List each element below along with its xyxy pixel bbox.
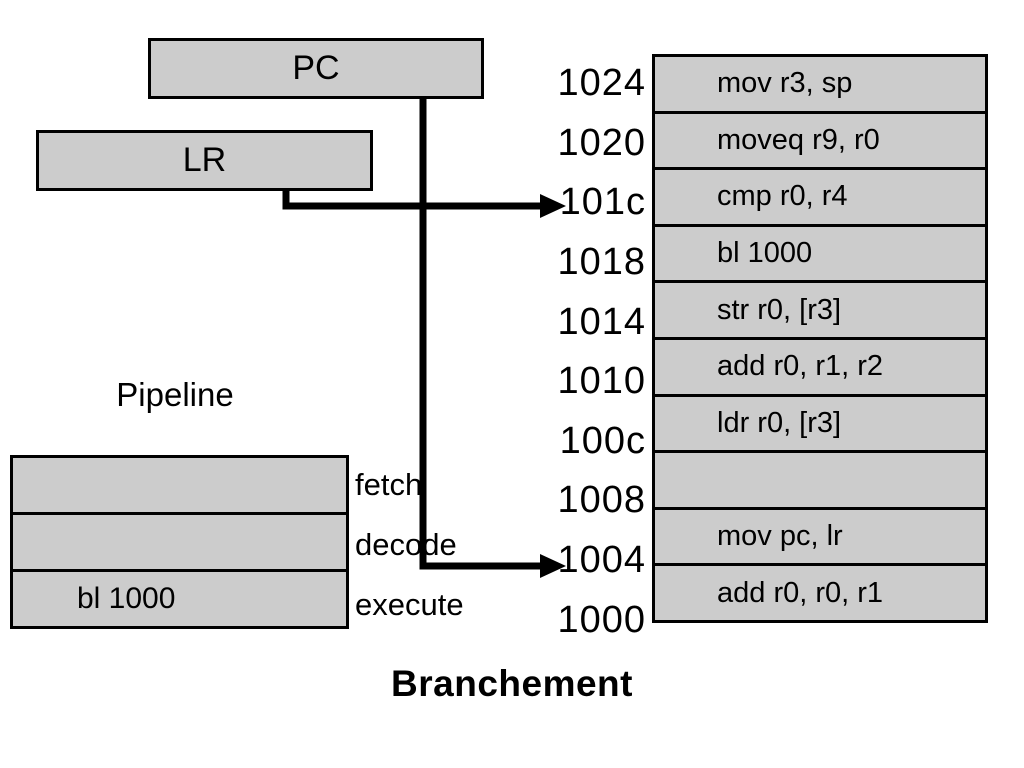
lr-register-label: LR bbox=[182, 141, 227, 179]
pipeline-stack: bl 1000 bbox=[10, 455, 349, 629]
memory-row: mov pc, lr bbox=[652, 506, 988, 567]
memory-row: add r0, r1, r2 bbox=[652, 336, 988, 397]
pipeline-stage-labels: fetch decode execute bbox=[355, 455, 464, 635]
pipeline-title: Pipeline bbox=[116, 376, 234, 413]
memory-row: ldr r0, [r3] bbox=[652, 393, 988, 454]
pipeline-stage-execute-content: bl 1000 bbox=[77, 582, 176, 615]
memory-row: str r0, [r3] bbox=[652, 280, 988, 340]
lr-register-box: LR bbox=[36, 130, 373, 191]
address-label: 1010 bbox=[557, 360, 646, 403]
memory-row bbox=[652, 450, 988, 510]
instruction-text: bl 1000 bbox=[717, 237, 813, 270]
address-label: 101c bbox=[559, 181, 646, 224]
address-label: 1018 bbox=[557, 241, 646, 284]
instruction-text: mov r3, sp bbox=[717, 67, 853, 100]
instruction-text: mov pc, lr bbox=[717, 520, 843, 553]
pc-register-box: PC bbox=[148, 38, 484, 99]
address-label: 1000 bbox=[557, 598, 646, 641]
instruction-text: ldr r0, [r3] bbox=[717, 406, 842, 439]
address-label: 1014 bbox=[557, 300, 646, 343]
pipeline-stage-fetch bbox=[10, 455, 349, 515]
address-label: 100c bbox=[559, 419, 646, 462]
diagram-title: Branchement bbox=[391, 663, 633, 704]
address-label: 1020 bbox=[557, 121, 646, 164]
instruction-text: moveq r9, r0 bbox=[717, 123, 880, 156]
memory-row: mov r3, sp bbox=[652, 54, 988, 114]
pipeline-stage-execute: bl 1000 bbox=[10, 569, 349, 629]
memory-address-column: 1024 1020 101c 1018 1014 1010 100c 1008 … bbox=[480, 54, 646, 650]
memory-row: cmp r0, r4 bbox=[652, 167, 988, 227]
address-label: 1004 bbox=[557, 539, 646, 582]
memory-row: add r0, r0, r1 bbox=[652, 563, 988, 623]
instruction-text: add r0, r1, r2 bbox=[717, 350, 884, 383]
instruction-text: add r0, r0, r1 bbox=[717, 576, 884, 609]
instruction-text: cmp r0, r4 bbox=[717, 180, 848, 213]
memory-row: moveq r9, r0 bbox=[652, 110, 988, 171]
stage-label-execute: execute bbox=[355, 587, 464, 622]
stage-label-fetch: fetch bbox=[355, 467, 423, 502]
pipeline-stage-decode bbox=[10, 512, 349, 572]
stage-label-decode: decode bbox=[355, 527, 457, 562]
address-label: 1024 bbox=[557, 62, 646, 105]
address-label: 1008 bbox=[557, 479, 646, 522]
memory-table: mov r3, sp moveq r9, r0 cmp r0, r4 bl 10… bbox=[652, 54, 988, 623]
instruction-text: str r0, [r3] bbox=[717, 293, 842, 326]
memory-row: bl 1000 bbox=[652, 223, 988, 284]
pc-register-label: PC bbox=[292, 49, 340, 87]
